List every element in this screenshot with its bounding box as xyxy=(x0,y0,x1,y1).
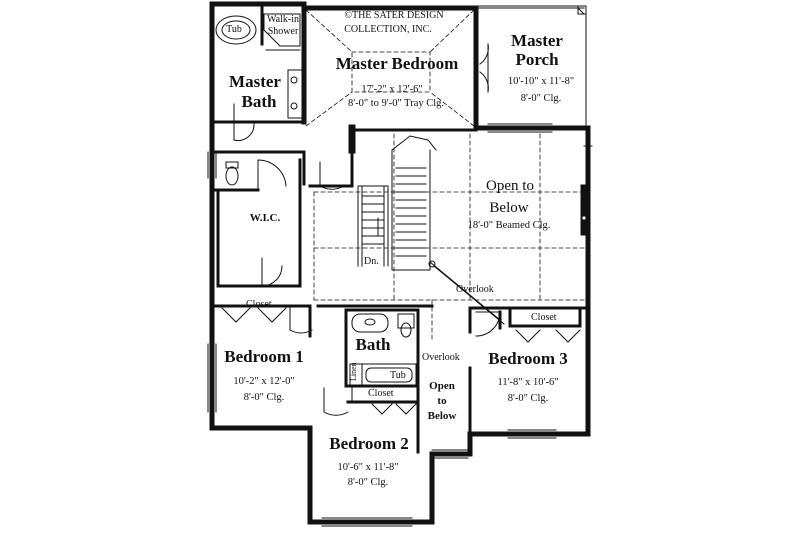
open-small-3: Below xyxy=(427,410,457,422)
exterior-walls xyxy=(209,1,591,525)
ceiling-lines xyxy=(305,9,587,341)
bedroom3-ceiling: 8'-0" Clg. xyxy=(507,393,549,404)
bath-name: Bath xyxy=(355,335,391,354)
doors xyxy=(221,43,581,416)
master-bedroom-name: Master Bedroom xyxy=(335,54,459,73)
bedroom1-ceiling: 8'-0" Clg. xyxy=(243,392,285,403)
interior-walls xyxy=(212,4,590,454)
master-tub-label: Tub xyxy=(226,24,242,35)
closet-label-1: Closet xyxy=(246,299,272,310)
master-bath-fixtures xyxy=(215,13,303,287)
bedroom2-ceiling: 8'-0" Clg. xyxy=(347,477,389,488)
bedroom2-name: Bedroom 2 xyxy=(329,434,409,453)
master-porch-ceiling: 8'-0" Clg. xyxy=(520,93,562,104)
wic-label: W.I.C. xyxy=(249,212,281,224)
master-bedroom-ceiling: 8'-0" to 9'-0" Tray Clg. xyxy=(347,98,445,109)
columns xyxy=(348,124,588,236)
copyright-line-1: ©THE SATER DESIGN xyxy=(344,10,444,21)
master-porch-name-1: Master xyxy=(511,31,563,50)
overlook-label-2: Overlook xyxy=(422,352,460,363)
open-to-below-1: Open to xyxy=(486,178,534,194)
bedroom3-dims: 11'-8" x 10'-6" xyxy=(497,377,559,388)
walk-in-shower-label-2: Shower xyxy=(267,26,299,37)
master-bath-name-1: Master xyxy=(229,72,281,91)
bath-tub-label: Tub xyxy=(390,370,406,381)
master-bedroom-dims: 17'-2" x 12'-6" xyxy=(361,84,423,95)
bedroom2-dims: 10'-6" x 11'-8" xyxy=(337,462,399,473)
open-to-below-2: Below xyxy=(489,200,529,216)
linen-label: Linen xyxy=(349,362,358,381)
bedroom1-name: Bedroom 1 xyxy=(224,347,304,366)
walk-in-shower-label-1: Walk-in xyxy=(267,14,299,25)
staircase xyxy=(357,135,505,325)
bath-fixtures xyxy=(349,313,417,415)
open-to-below-ceiling: 18'-0" Beamed Clg. xyxy=(467,220,551,231)
column-marker xyxy=(581,215,587,221)
porch-outline xyxy=(475,5,587,129)
open-small-1: Open xyxy=(429,380,455,392)
overlook-label-1: Overlook xyxy=(456,284,494,295)
bedroom3-name: Bedroom 3 xyxy=(488,349,568,368)
master-porch-dims: 10'-10" x 11'-8" xyxy=(507,76,575,87)
bedroom1-dims: 10'-2" x 12'-0" xyxy=(233,376,295,387)
stair-down-label: Dn. xyxy=(364,256,379,267)
master-bath-name-2: Bath xyxy=(241,92,277,111)
closet-label-2: Closet xyxy=(368,388,394,399)
copyright-line-2: COLLECTION, INC. xyxy=(344,24,432,35)
windows xyxy=(207,123,593,527)
open-small-2: to xyxy=(437,395,447,407)
closet-label-3: Closet xyxy=(531,312,557,323)
master-porch-name-2: Porch xyxy=(515,50,559,69)
